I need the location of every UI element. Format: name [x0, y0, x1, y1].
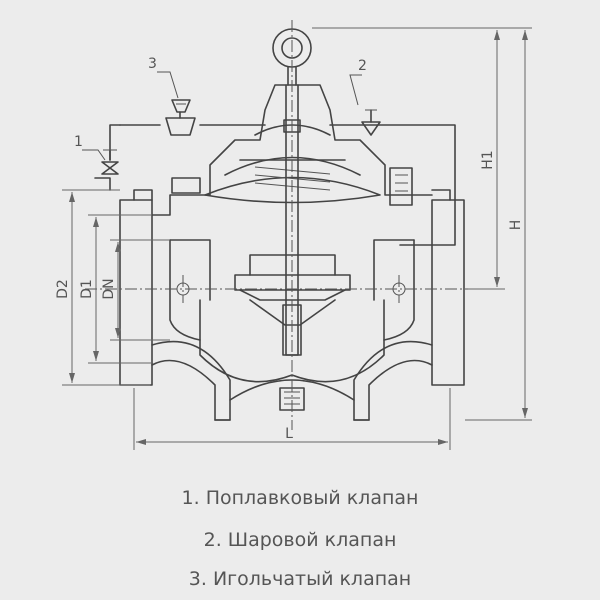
legend-item-float-valve: 1. Поплавковый клапан	[181, 487, 419, 509]
dim-dn: DN	[101, 278, 117, 299]
dim-h: H	[508, 220, 524, 231]
legend-item-ball-valve: 2. Шаровой клапан	[203, 529, 397, 551]
callout-1: 1	[74, 134, 83, 150]
dim-d1: D1	[79, 279, 95, 299]
ball-valve-icon	[361, 109, 381, 136]
valve-technical-drawing: 1 3 2 H1 H D2 D1 DN L	[55, 20, 532, 450]
legend-item-needle-valve: 3. Игольчатый клапан	[188, 568, 412, 590]
dim-h1: H1	[480, 150, 496, 169]
float-valve-icon	[101, 149, 119, 175]
needle-valve-icon	[165, 99, 196, 136]
callout-3: 3	[148, 56, 157, 72]
dim-d2: D2	[55, 279, 71, 299]
valve-body-drawing	[119, 28, 465, 421]
callout-2: 2	[358, 58, 367, 74]
dim-l: L	[285, 426, 293, 442]
